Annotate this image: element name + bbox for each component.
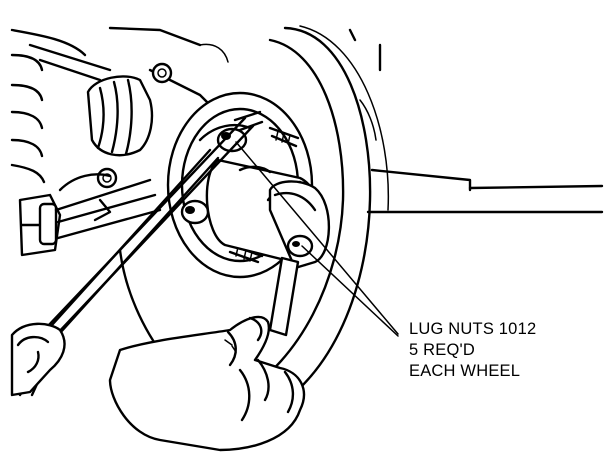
- axle-housing: [199, 28, 604, 214]
- lug-nut-left: [180, 199, 210, 225]
- socket-wrench: [268, 180, 331, 337]
- callout-line-3: EACH WHEEL: [409, 362, 521, 380]
- callout-line-2: 5 REQ'D: [409, 341, 475, 359]
- cv-boot: [86, 62, 217, 189]
- coil-spring: [10, 26, 202, 184]
- callout-leaders: [235, 141, 399, 337]
- callout-line-1: LUG NUTS 1012: [409, 320, 537, 338]
- tool-handles: [18, 110, 264, 397]
- lug-nut-callout: LUG NUTS 1012 5 REQ'D EACH WHEEL: [409, 319, 536, 382]
- left-hand: [10, 322, 66, 397]
- drive-shaft: [18, 173, 162, 257]
- right-hand: [108, 315, 306, 452]
